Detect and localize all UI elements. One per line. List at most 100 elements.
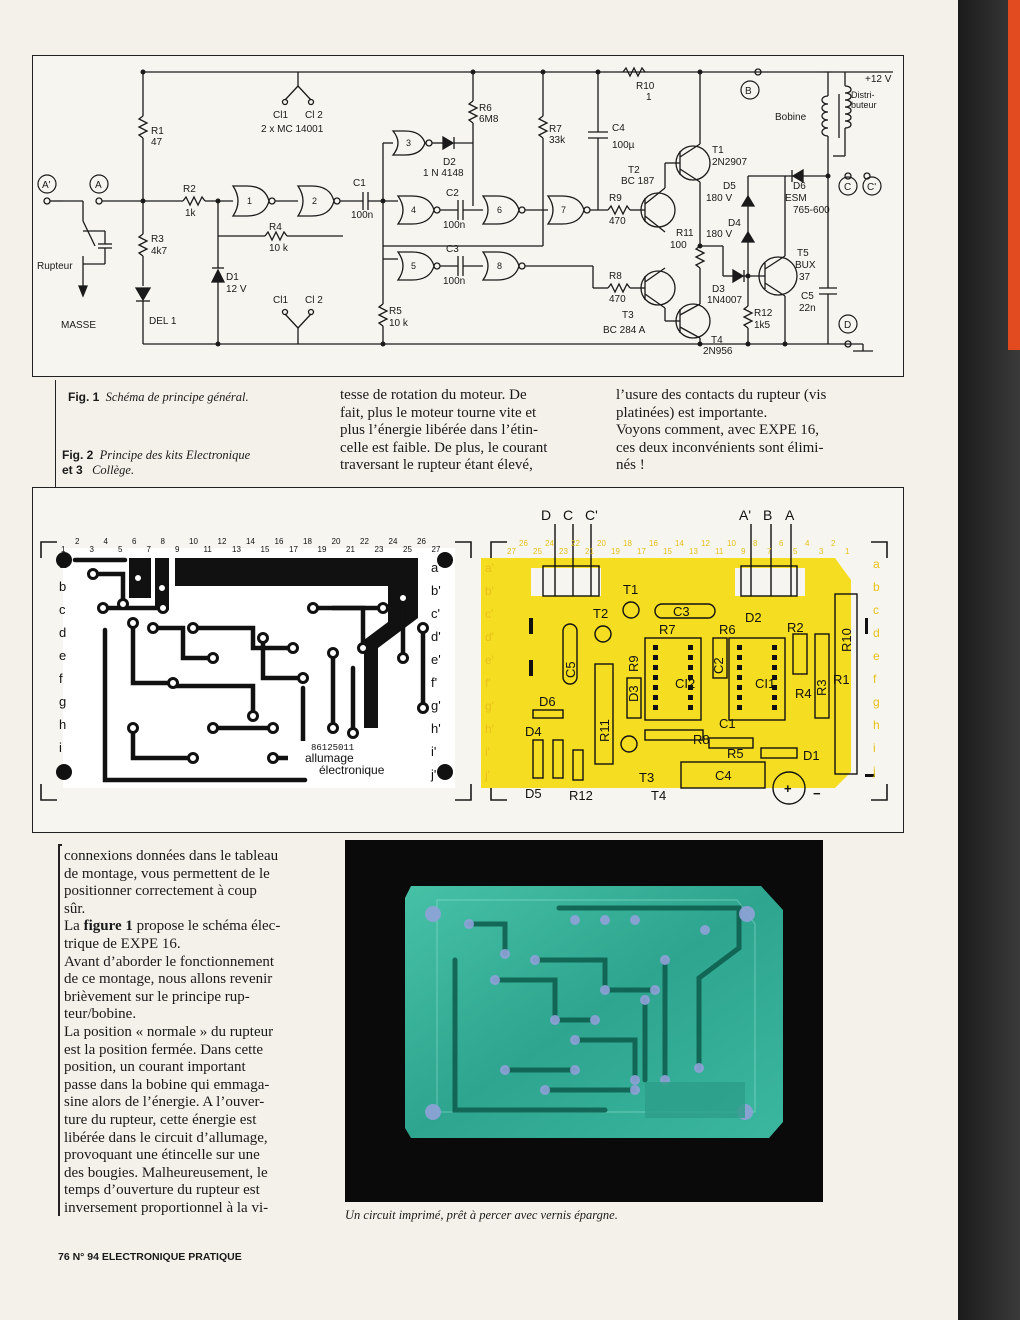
part-d5: D5 (525, 786, 542, 801)
ci1-bottom: Cl1 (273, 295, 288, 306)
pcb-column-number: 8 (753, 539, 758, 548)
article-column-middle: tesse de rotation du moteur. De fait, pl… (340, 387, 596, 475)
pcb-column-number: 4 (104, 537, 109, 546)
part-d4: D4 (525, 724, 542, 739)
pcb-row-letter: b' (485, 584, 494, 598)
part-r5: R5 (727, 746, 744, 761)
t5-value-2: 37 (799, 272, 811, 283)
conn-c: C (563, 507, 573, 523)
pcb-row-letter: j (58, 763, 62, 778)
pcb-row-letter: e (59, 648, 66, 663)
part-r3: R3 (814, 679, 829, 696)
pcb-column-number: 10 (727, 539, 736, 548)
d2-name: D2 (443, 157, 456, 168)
c1-name: C1 (353, 178, 366, 189)
t2-name: T2 (628, 165, 640, 176)
r6-value: 6M8 (479, 114, 499, 125)
schematic-figure-1: A' A B C C' D R1 47 R2 1k R3 4k7 R4 10 k… (32, 55, 904, 377)
c1-value: 100n (351, 210, 373, 221)
t4-value: 2N956 (703, 346, 733, 357)
r1-value: 47 (151, 137, 163, 148)
pcb-row-letter: f' (431, 675, 437, 690)
bobine-label: Bobine (775, 112, 807, 123)
pcb-row-letter: b (873, 580, 880, 594)
distributeur-label-2: buteur (851, 100, 877, 110)
r11-name: R11 (676, 228, 694, 239)
pcb-row-letter: c (873, 603, 879, 617)
t2-value: BC 187 (621, 176, 655, 187)
r10-name: R10 (636, 81, 655, 92)
part-r12: R12 (569, 788, 593, 803)
pcb-row-letter: f (59, 671, 63, 686)
text-line: inversement proportionnel à la vi- (64, 1199, 269, 1216)
text-line: positionner correctement à coup (64, 883, 257, 900)
part-ci1: CI1 (755, 676, 775, 691)
text-line: teur/bobine. (64, 1006, 137, 1023)
pcb-column-number: 21 (585, 547, 594, 556)
pcb-row-letter: d (59, 625, 66, 640)
pcb-column-number: 6 (779, 539, 784, 548)
part-d3: D3 (626, 685, 641, 702)
column-rule-tick (58, 844, 62, 846)
text-line: temps d’ouverture du rupteur est (64, 1182, 260, 1199)
pcb-column-number: 14 (675, 539, 684, 548)
pcb-brand-2: électronique (319, 763, 385, 777)
column-rule (58, 844, 60, 1216)
pcb-serial: 86125011 (311, 743, 354, 753)
label-a: A (95, 180, 102, 191)
r9-value: 470 (609, 216, 626, 227)
text-line: libérée dans le circuit d’allumage, (64, 1129, 268, 1146)
text-line: des bougies. Malheureusement, le (64, 1164, 268, 1181)
r12-value: 1k5 (754, 320, 771, 331)
part-c3: C3 (673, 604, 690, 619)
pcb-brand-1: allumage (305, 751, 354, 765)
fig1-caption: Fig. 1 Schéma de principe général. (68, 390, 249, 405)
pcb-column-number: 10 (189, 537, 198, 546)
r3-value: 4k7 (151, 246, 168, 257)
r7-value: 33k (549, 135, 566, 146)
text-line: plus l’énergie libérée dans l’étin- (340, 422, 538, 439)
part-r6: R6 (719, 622, 736, 637)
t3-value: BC 284 A (603, 325, 646, 336)
ci-type: 2 x MC 14001 (261, 124, 324, 135)
pcb-column-number: 1 (845, 547, 850, 556)
part-d1: D1 (803, 748, 820, 763)
pcb-column-number: 20 (332, 537, 341, 546)
label-a-prime: A' (42, 180, 51, 191)
pcb-column-number: 23 (559, 547, 568, 556)
conn-b: B (763, 507, 772, 523)
pcb-column-number: 16 (275, 537, 284, 546)
r5-value: 10 k (389, 318, 409, 329)
label-c: C (844, 182, 851, 193)
text-line: l’usure des contacts du rupteur (vis (616, 387, 827, 403)
fig2-label: Fig. 2 (62, 448, 94, 462)
pcb-row-letter: h (59, 717, 66, 732)
part-t1: T1 (623, 582, 638, 597)
text-line: fait, plus le moteur tourne vite et (340, 404, 537, 421)
pcb-column-number: 5 (793, 547, 798, 556)
text-line: celle est faible. De plus, le courant (340, 439, 548, 456)
pcb-column-number: 18 (623, 539, 632, 548)
part-r11: R11 (597, 719, 612, 742)
pcb-row-letter: g' (431, 698, 441, 713)
text-line: traversant le rupteur étant élevé, (340, 457, 533, 474)
r1-name: R1 (151, 126, 164, 137)
t3-name: T3 (622, 310, 634, 321)
t5-name: T5 (797, 248, 809, 259)
c5-value: 22n (799, 303, 816, 314)
r4-name: R4 (269, 222, 282, 233)
pcb-column-number: 4 (805, 539, 810, 548)
part-c4-plus: + (784, 781, 792, 796)
text-line: de montage, vous permettent de le (64, 865, 270, 882)
c2-value: 100n (443, 220, 465, 231)
d1-value: 12 V (226, 284, 247, 295)
pcb-row-letter: a' (431, 560, 441, 575)
rupteur-label: Rupteur (37, 261, 73, 272)
del1-label: DEL 1 (149, 316, 177, 327)
ci1-top: Cl1 (273, 110, 288, 121)
pcb-column-number: 11 (204, 545, 213, 554)
pcb-column-number: 26 (417, 537, 426, 546)
pcb-column-number: 17 (289, 545, 298, 554)
d5-name: D5 (723, 181, 736, 192)
pcb-row-letter: h' (485, 722, 494, 736)
